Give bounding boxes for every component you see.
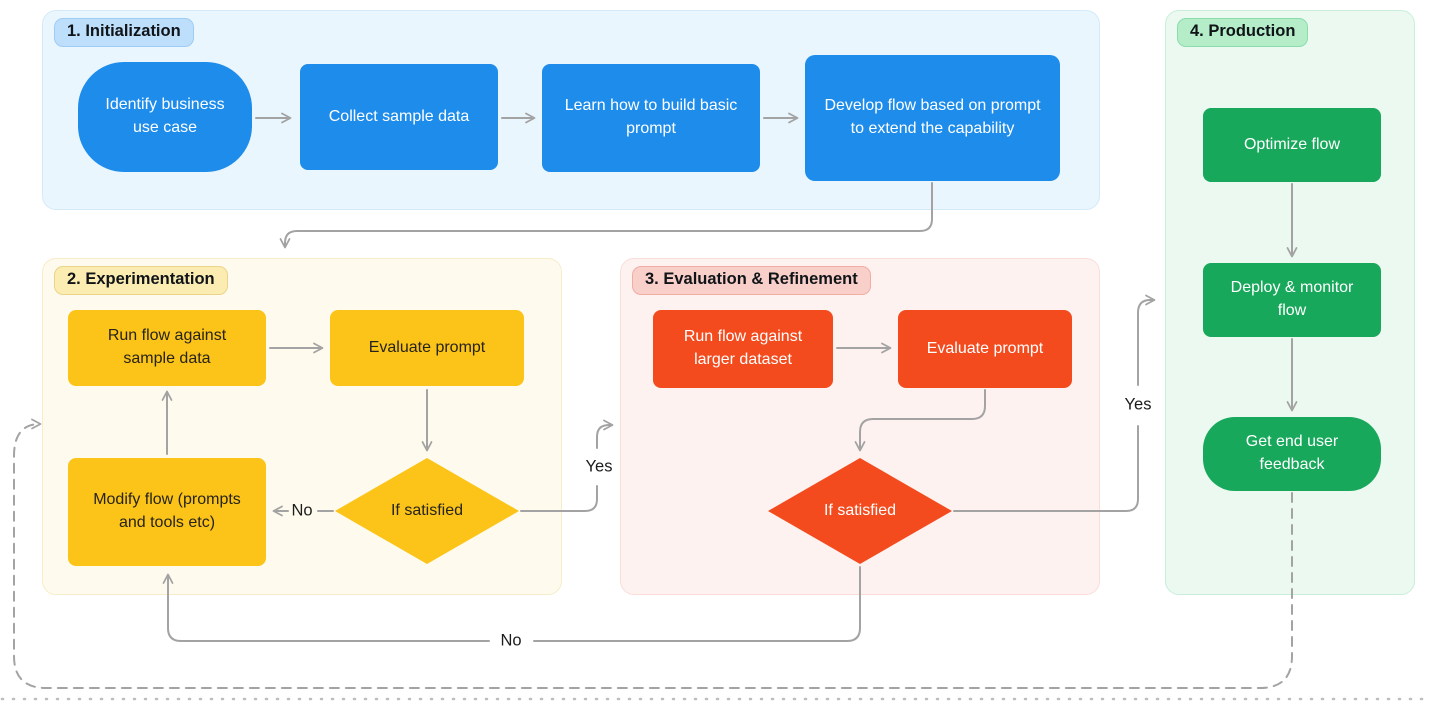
node-evaluate-prompt-eval: Evaluate prompt bbox=[898, 310, 1072, 388]
node-label: Evaluate prompt bbox=[926, 339, 1044, 357]
edge-label-eval-no: No bbox=[500, 631, 522, 650]
node-optimize-flow: Optimize flow bbox=[1203, 108, 1381, 182]
node-label: If satisfied bbox=[823, 501, 897, 519]
edge-feedback-loop-dashed bbox=[13, 418, 1293, 689]
node-collect-sample-data: Collect sample data bbox=[300, 64, 498, 170]
node-label: Deploy & monitor flow bbox=[1230, 279, 1354, 319]
node-label: Get end user feedback bbox=[1245, 433, 1339, 473]
evaluation-badge: 3. Evaluation & Refinement bbox=[632, 266, 871, 295]
node-label: Run flow against sample data bbox=[107, 327, 227, 367]
edge-develop-to-experimentation bbox=[279, 182, 933, 249]
edge-decision-eval-yes-stub bbox=[953, 425, 1139, 512]
node-evaluate-prompt-exp: Evaluate prompt bbox=[330, 310, 524, 386]
node-deploy-monitor-flow: Deploy & monitor flow bbox=[1203, 263, 1381, 337]
node-run-flow-sample-data: Run flow against sample data bbox=[68, 310, 266, 386]
node-label: Learn how to build basic prompt bbox=[564, 97, 738, 137]
production-badge: 4. Production bbox=[1177, 18, 1309, 47]
edge-decision-exp-yes-stub bbox=[520, 485, 598, 512]
node-label: Evaluate prompt bbox=[368, 338, 486, 356]
edge-no-to-modify-loop bbox=[162, 573, 490, 642]
node-label: Collect sample data bbox=[328, 107, 470, 125]
edge-decision-eval-no-stub bbox=[533, 566, 861, 642]
edge-label-eval-yes: Yes bbox=[1124, 395, 1152, 414]
node-learn-basic-prompt: Learn how to build basic prompt bbox=[542, 64, 760, 172]
node-identify-business-use-case: Identify business use case bbox=[78, 62, 252, 172]
initialization-badge: 1. Initialization bbox=[54, 18, 194, 47]
experimentation-badge: 2. Experimentation bbox=[54, 266, 228, 295]
edge-evaluate-to-decision-eval bbox=[854, 389, 986, 452]
node-label: Run flow against larger dataset bbox=[683, 328, 803, 368]
node-label: Optimize flow bbox=[1243, 135, 1341, 153]
node-get-end-user-feedback: Get end user feedback bbox=[1203, 417, 1381, 491]
node-run-flow-larger-dataset: Run flow against larger dataset bbox=[653, 310, 833, 388]
node-modify-flow: Modify flow (prompts and tools etc) bbox=[68, 458, 266, 566]
node-label: Identify business use case bbox=[105, 96, 225, 136]
node-label: Develop flow based on prompt to extend t… bbox=[824, 97, 1041, 137]
edge-label-exp-yes: Yes bbox=[585, 457, 613, 476]
edge-label-exp-no: No bbox=[291, 501, 313, 520]
node-develop-flow: Develop flow based on prompt to extend t… bbox=[805, 55, 1060, 181]
edge-yes-to-production bbox=[1137, 294, 1156, 386]
node-label: Modify flow (prompts and tools etc) bbox=[93, 491, 241, 531]
edge-yes-to-evaluation bbox=[596, 419, 614, 449]
node-label: If satisfied bbox=[390, 501, 464, 519]
